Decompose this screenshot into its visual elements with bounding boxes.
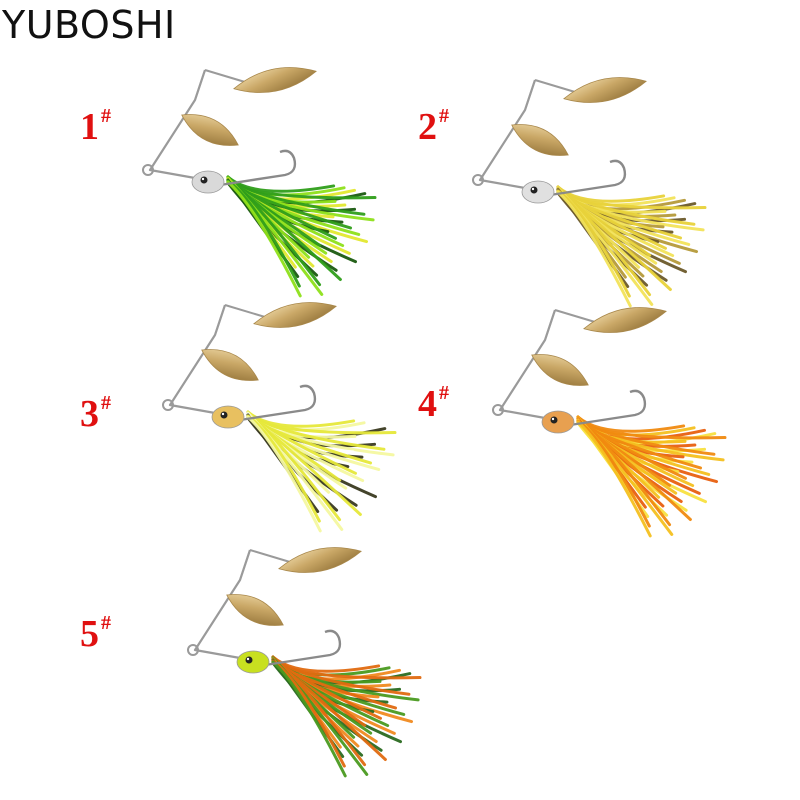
variant-label-5: 5# [80,612,111,655]
eye-icon [550,416,558,424]
eye-highlight [201,177,205,181]
jig-head [191,170,225,194]
willow-blade-large [278,547,362,573]
willow-blade-small [226,594,284,626]
spinnerbait-image [187,547,422,778]
variant-number: 5 [80,613,99,655]
silicone-skirt [556,185,707,308]
jig-head [521,180,555,204]
hook-icon [219,149,297,187]
wire-arm [193,549,252,660]
eye-icon [200,176,208,184]
jig-head [541,410,575,434]
jig-head [236,650,270,674]
variant-mark: # [101,392,111,414]
swivel [554,309,596,323]
willow-blade-large [233,67,317,93]
lure-variant-4 [430,300,730,540]
wire-arm [148,69,207,180]
eye-icon [220,411,228,419]
variant-number: 2 [418,106,437,148]
brand-watermark: YUBOSHI [2,3,176,47]
line-tie-icon [492,404,504,416]
silicone-skirt [576,415,727,538]
variant-number: 3 [80,393,99,435]
eye-icon [530,186,538,194]
willow-blade-small [181,114,239,146]
swivel [249,549,291,563]
variant-mark: # [439,382,449,404]
silicone-skirt [226,175,377,298]
eye-icon [245,656,253,664]
hook-icon [239,384,317,422]
lure-variant-5 [125,540,425,780]
hook-icon [569,389,647,427]
swivel [204,69,246,83]
variant-number: 1 [80,106,99,148]
wire-arm [168,304,227,415]
variant-label-4: 4# [418,382,449,425]
willow-blade-small [201,349,259,381]
hook-icon [264,629,342,667]
eye-highlight [246,657,250,661]
hook-icon [549,159,627,197]
jig-head [211,405,245,429]
lure-variant-2 [410,70,710,310]
lure-variant-1 [80,60,380,300]
spinnerbait-image [472,77,707,308]
silicone-skirt [271,655,422,778]
spinnerbait-image [142,67,377,298]
spinnerbait-image [162,302,397,533]
eye-highlight [531,187,535,191]
variant-mark: # [439,105,449,127]
eye-highlight [221,412,225,416]
variant-number: 4 [418,383,437,425]
eye-highlight [551,417,555,421]
variant-label-1: 1# [80,105,111,148]
line-tie-icon [472,174,484,186]
variant-mark: # [101,612,111,634]
variant-mark: # [101,105,111,127]
lure-variant-3 [100,295,400,535]
variant-label-3: 3# [80,392,111,435]
wire-arm [478,79,537,190]
swivel [224,304,266,318]
spinnerbait-image [492,307,727,538]
variant-label-2: 2# [418,105,449,148]
willow-blade-large [583,307,667,333]
willow-blade-large [253,302,337,328]
willow-blade-large [563,77,647,103]
willow-blade-small [511,124,569,156]
wire-arm [498,309,557,420]
willow-blade-small [531,354,589,386]
line-tie-icon [162,399,174,411]
silicone-skirt [246,410,397,533]
line-tie-icon [187,644,199,656]
swivel [534,79,576,93]
line-tie-icon [142,164,154,176]
